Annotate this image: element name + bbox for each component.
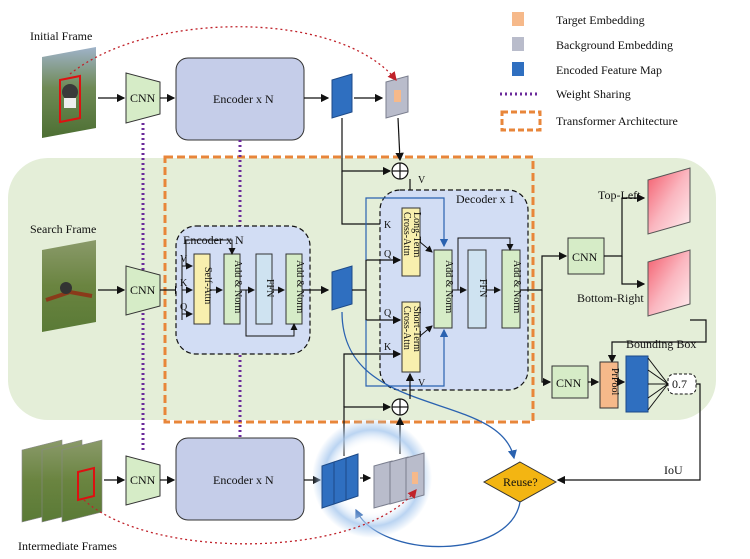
- reuse-label: Reuse?: [503, 475, 538, 489]
- dec-add-norm-1-label: Add & Norm: [443, 260, 454, 314]
- arrow-embed-plus: [395, 117, 404, 162]
- long-term-cross-label: Cross-Attn: [401, 212, 412, 256]
- legend-target-swatch: [512, 12, 524, 26]
- cnn-top-label: CNN: [130, 91, 156, 105]
- encoder-bottom-label: Encoder x N: [213, 473, 274, 487]
- dec-add-norm-2-label: Add & Norm: [511, 260, 522, 314]
- enc-add-norm-1-label: Add & Norm: [232, 260, 243, 314]
- enc-ffn-label: FFN: [264, 279, 275, 297]
- decoder-label: Decoder x 1: [456, 192, 515, 206]
- legend-transformer-label: Transformer Architecture: [556, 114, 678, 128]
- k-label-enc: K: [180, 278, 188, 289]
- legend-background-label: Background Embedding: [556, 38, 673, 52]
- score-value: 0.7: [672, 377, 687, 391]
- dec-ffn-label: FFN: [477, 279, 488, 297]
- cnn-right-label: CNN: [572, 250, 598, 264]
- cnn-search: [125, 265, 161, 316]
- enc-ffn: [255, 253, 273, 325]
- cnn-bottom-right-label: CNN: [556, 376, 582, 390]
- q-label-enc: Q: [180, 302, 188, 313]
- intermediate-frames-label: Intermediate Frames: [18, 539, 117, 553]
- dec-add-norm-1: [433, 249, 453, 329]
- initial-frame-image: [42, 47, 96, 138]
- initial-frame-label: Initial Frame: [30, 29, 92, 43]
- cnn-bottom: [125, 455, 161, 506]
- cnn-bottom-right: [551, 365, 589, 399]
- arrow-memory-k-short: [343, 349, 402, 407]
- legend-background-swatch: [512, 37, 524, 51]
- iou-label: IoU: [664, 463, 683, 477]
- blue-path-long: [365, 197, 449, 260]
- prpool-label: PrPool: [609, 368, 620, 395]
- k-label-long: K: [384, 220, 392, 231]
- feature-map-mid: [331, 265, 353, 311]
- arrow-decoder-cnn: [520, 251, 568, 291]
- legend-feature-swatch: [512, 62, 524, 76]
- feature-map-memory: [321, 453, 359, 509]
- iou-feedback: [556, 383, 701, 485]
- self-attn-block: [193, 253, 211, 325]
- blue-feature-reuse: [341, 311, 517, 460]
- short-term-cross-attn: [401, 301, 421, 373]
- intermediate-target-curve: [83, 488, 417, 545]
- intermediate-frames-image: [21, 439, 103, 523]
- legend-target-label: Target Embedding: [556, 13, 645, 27]
- dec-ffn: [467, 249, 487, 329]
- memory-glow: [312, 418, 432, 538]
- feature-map-top: [331, 73, 353, 119]
- arrow-feature-q-long: [352, 255, 402, 291]
- cnn-top: [125, 72, 161, 124]
- legend-transformer-swatch: [500, 110, 542, 132]
- encoder-bottom: [175, 437, 305, 521]
- legend: Target Embedding Background Embedding En…: [500, 12, 678, 132]
- q-label-long: Q: [384, 249, 392, 260]
- short-term-cross-label: Cross-Attn: [401, 306, 412, 350]
- initial-target-curve: [69, 26, 397, 82]
- k-label-short: K: [384, 342, 392, 353]
- embedding-memory: [373, 452, 425, 509]
- legend-weight-label: Weight Sharing: [556, 87, 631, 101]
- legend-feature-label: Encoded Feature Map: [556, 63, 662, 77]
- search-frame-label: Search Frame: [30, 222, 96, 236]
- v-label-top: V: [418, 175, 426, 186]
- bounding-box-label: Bounding Box: [626, 337, 696, 351]
- cnn-search-label: CNN: [130, 283, 156, 297]
- q-label-short: Q: [384, 308, 392, 319]
- encoder-top-label: Encoder x N: [213, 92, 274, 106]
- bottom-right-heatmap: [647, 249, 691, 317]
- top-left-heatmap: [647, 167, 691, 235]
- iou-head: [625, 355, 649, 413]
- long-term-label: Long-Term: [411, 212, 422, 258]
- score-box: [667, 373, 697, 395]
- target-embedding-top: [394, 90, 401, 102]
- search-branch-panel: [8, 158, 716, 420]
- v-label-short: V: [418, 378, 426, 389]
- search-frame-image: [42, 240, 96, 332]
- bottom-right-label: Bottom-Right: [577, 291, 644, 305]
- top-left-label: Top-Left: [598, 188, 641, 202]
- enc-add-norm-2-label: Add & Norm: [294, 260, 305, 314]
- blue-path-short: [365, 320, 449, 387]
- self-attn-label: Self-Attn: [202, 267, 213, 304]
- short-term-label: Short-Term: [411, 306, 422, 352]
- v-label-enc: V: [180, 254, 188, 265]
- cnn-bottom-label: CNN: [130, 473, 156, 487]
- arrow-decoder-prpool: [541, 290, 552, 387]
